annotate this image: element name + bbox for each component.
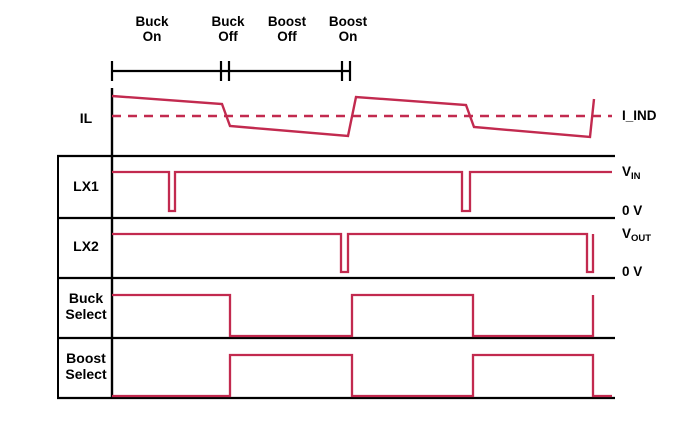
buck-select-trace xyxy=(112,293,595,338)
waveform-buck-select xyxy=(112,293,595,338)
phase-label-boost-on: Boost On xyxy=(311,14,385,44)
row-label-lx1-line1: LX1 xyxy=(73,178,99,194)
boost-select-trace xyxy=(112,353,612,398)
row-label-buck-select-line1: Buck xyxy=(68,290,104,306)
lx1-switch-node-trace xyxy=(112,170,612,213)
phase-label-boost-off-line1: Boost xyxy=(267,14,307,29)
right-label-v-out-base: V xyxy=(622,226,632,241)
phase-label-buck-off-line2: Off xyxy=(218,29,238,45)
phase-label-buck-on: Buck On xyxy=(115,14,189,44)
phase-label-buck-on-line2: On xyxy=(142,29,162,45)
waveform-boost-select xyxy=(112,353,612,398)
right-label-zero-volt-lx1: 0 V xyxy=(622,203,642,218)
row-label-il-line1: IL xyxy=(79,110,93,126)
phase-label-buck-on-line1: Buck xyxy=(135,14,169,29)
right-label-i-ind: I_IND xyxy=(622,108,657,123)
phase-label-boost-on-line1: Boost xyxy=(328,14,368,29)
lx2-switch-node-trace xyxy=(112,232,595,274)
right-label-v-in-subscript: IN xyxy=(631,170,641,182)
right-label-i-ind-text: I_IND xyxy=(622,108,657,123)
waveform-lx2 xyxy=(112,232,595,274)
phase-label-boost-off: Boost Off xyxy=(250,14,324,44)
phase-label-boost-on-line2: On xyxy=(338,29,358,45)
phase-timeline xyxy=(110,61,352,81)
right-label-v-out: VOUT xyxy=(622,226,652,244)
phase-label-buck-off: Buck Off xyxy=(191,14,265,44)
phase-label-boost-off-line2: Off xyxy=(277,29,297,45)
right-label-v-out-subscript: OUT xyxy=(631,232,652,244)
row-label-boost-select-line1: Boost xyxy=(66,350,106,366)
diagram-frame xyxy=(57,88,615,400)
row-label-boost-select: Boost Select xyxy=(57,350,115,382)
right-label-v-in-base: V xyxy=(622,164,632,179)
waveform-lx1 xyxy=(112,170,612,213)
row-label-buck-select: Buck Select xyxy=(57,290,115,322)
il-inductor-current-trace xyxy=(111,94,596,139)
waveform-il xyxy=(111,94,612,139)
right-label-zero-volt-lx1-text: 0 V xyxy=(622,203,643,218)
right-label-zero-volt-lx2: 0 V xyxy=(622,264,642,279)
row-label-lx2-line1: LX2 xyxy=(73,238,99,254)
phase-label-buck-off-line1: Buck xyxy=(211,14,245,29)
row-label-boost-select-line2: Select xyxy=(65,365,107,382)
row-label-buck-select-line2: Select xyxy=(65,305,107,322)
right-label-v-in: VIN xyxy=(622,164,641,182)
right-label-zero-volt-lx2-text: 0 V xyxy=(622,264,643,279)
row-label-il: IL xyxy=(57,110,115,127)
row-label-lx2: LX2 xyxy=(57,238,115,255)
row-label-lx1: LX1 xyxy=(57,178,115,195)
